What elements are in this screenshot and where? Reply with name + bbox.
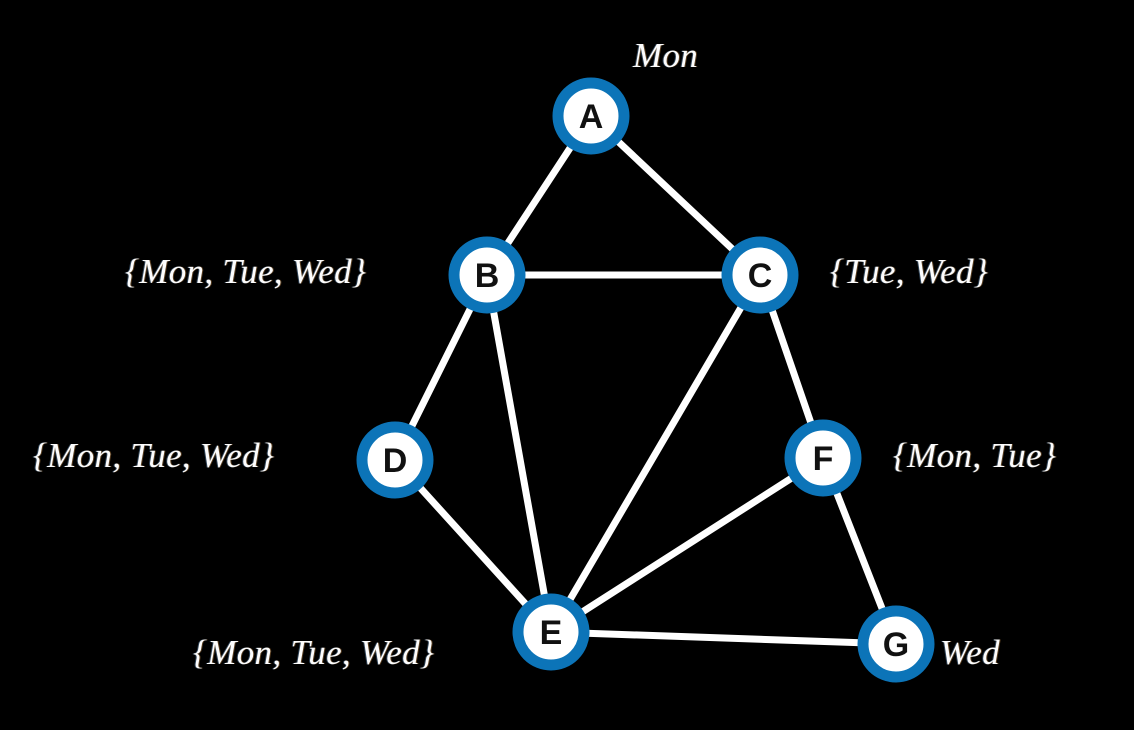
- node-circle-e: [512, 593, 590, 671]
- node-label-a: A: [579, 98, 604, 136]
- domain-label-b: {Mon, Tue, Wed}: [125, 252, 367, 291]
- node-e[interactable]: E: [512, 593, 590, 671]
- domain-label-g: Wed: [940, 633, 1000, 672]
- node-label-b: B: [475, 257, 500, 295]
- edges-layer: [391, 112, 900, 648]
- node-label-e: E: [540, 614, 563, 652]
- domain-label-f: {Mon, Tue}: [893, 436, 1057, 475]
- node-label-g: G: [883, 626, 909, 664]
- node-g[interactable]: G: [857, 605, 935, 683]
- node-label-c: C: [748, 257, 773, 295]
- node-b[interactable]: B: [448, 236, 526, 314]
- node-circle-c: [721, 236, 799, 314]
- edge-c-e: [547, 271, 764, 636]
- domain-label-a: Mon: [633, 36, 699, 75]
- nodes-layer: A B C D F E G: [356, 77, 935, 683]
- node-f[interactable]: F: [784, 419, 862, 497]
- domain-label-c: {Tue, Wed}: [830, 252, 989, 291]
- node-circle-b: [448, 236, 526, 314]
- node-label-f: F: [813, 440, 834, 478]
- edge-e-g: [547, 628, 900, 648]
- edge-a-c: [587, 112, 764, 279]
- domain-label-e: {Mon, Tue, Wed}: [193, 633, 435, 672]
- node-circle-d: [356, 421, 434, 499]
- domain-label-d: {Mon, Tue, Wed}: [33, 436, 275, 475]
- node-circle-g: [857, 605, 935, 683]
- node-circle-a: [552, 77, 630, 155]
- edge-d-e: [391, 456, 555, 636]
- edge-b-e: [483, 271, 555, 636]
- node-circle-f: [784, 419, 862, 497]
- node-a[interactable]: A: [552, 77, 630, 155]
- node-d[interactable]: D: [356, 421, 434, 499]
- node-c[interactable]: C: [721, 236, 799, 314]
- edge-e-f: [547, 454, 827, 636]
- node-label-d: D: [383, 442, 408, 480]
